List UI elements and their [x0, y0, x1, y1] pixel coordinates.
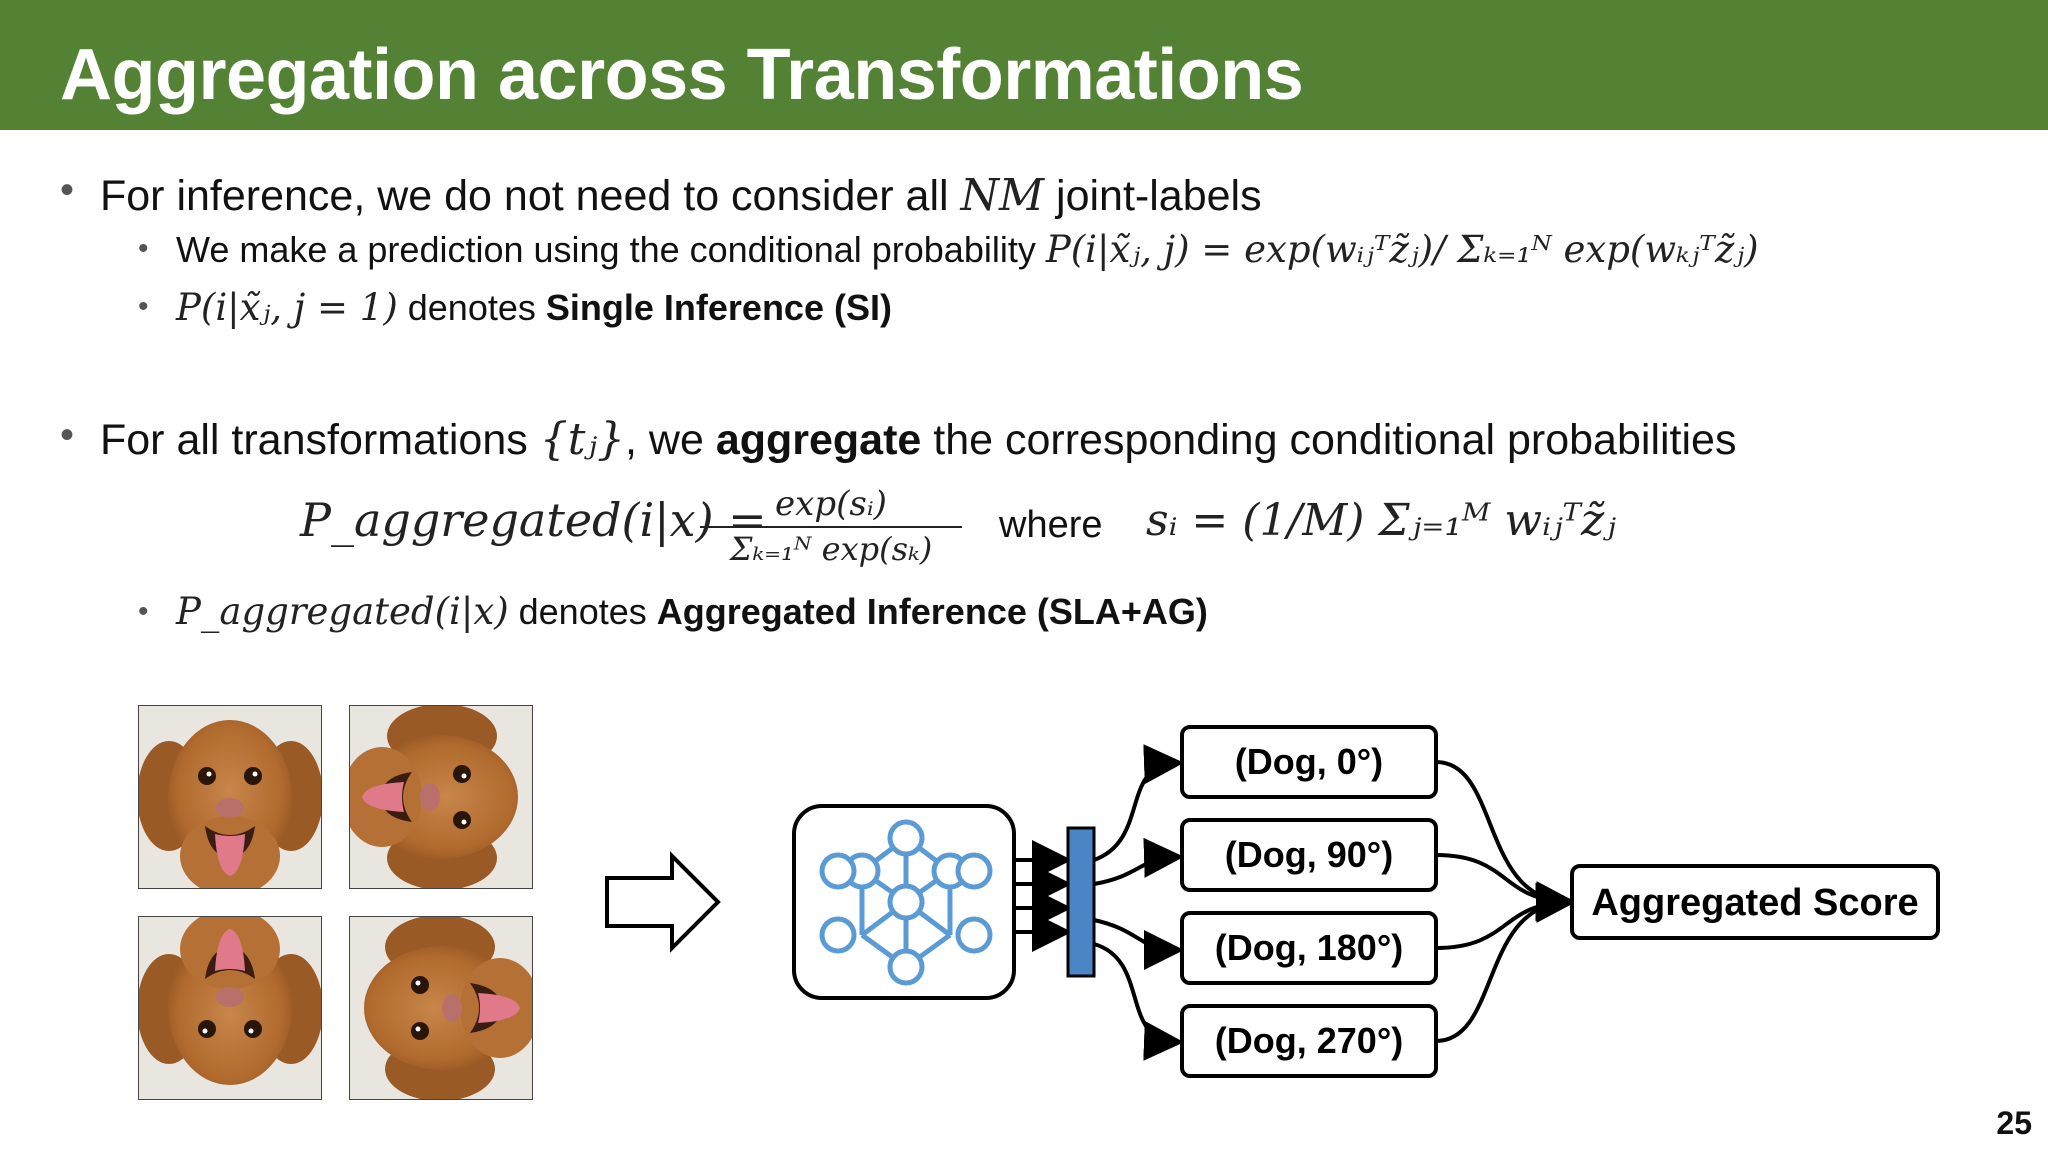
- bullet-aggregate: For all transformations {tⱼ}, we aggrega…: [100, 414, 1736, 465]
- bullet-bold: Single Inference (SI): [545, 287, 892, 328]
- math-conditional-probability: P(i|x̃ⱼ, j) = exp(wᵢⱼᵀz̃ⱼ)/ Σₖ₌₁ᴺ exp(wₖ…: [1045, 228, 1759, 271]
- bullet-dot: •: [138, 290, 149, 323]
- output-label-180: (Dog, 180°): [1215, 927, 1403, 968]
- bullet-text: joint-labels: [1044, 172, 1262, 220]
- math-nm: NM: [960, 170, 1045, 221]
- slide-title: Aggregation across Transformations: [60, 35, 1304, 115]
- neural-network-icon: [819, 819, 993, 986]
- bullet-conditional: We make a prediction using the condition…: [176, 228, 1759, 271]
- dog-image-0: [138, 705, 322, 889]
- arrow-right-icon: [605, 851, 721, 953]
- output-label-90: (Dog, 90°): [1225, 834, 1393, 875]
- bullet-text: the corresponding conditional probabilit…: [921, 416, 1737, 464]
- bullet-bold: aggregate: [715, 416, 922, 464]
- formula-numerator: exp(sᵢ): [775, 484, 887, 524]
- dog-image-180: [138, 916, 322, 1100]
- formula-fraction: exp(sᵢ) Σₖ₌₁ᴺ exp(sₖ): [700, 484, 962, 568]
- math-si: P(i|x̃ⱼ, j = 1): [176, 286, 398, 329]
- bullet-text: denotes: [397, 287, 546, 328]
- aggregated-score-label: Aggregated Score: [1591, 882, 1918, 924]
- bullet-bold: Aggregated Inference (SLA+AG): [656, 591, 1208, 632]
- fraction-bar: [700, 526, 962, 528]
- formula-lhs: P_aggregated(i|x) =: [300, 493, 767, 547]
- bullet-text: We make a prediction using the condition…: [176, 229, 1046, 270]
- bullet-text: For inference, we do not need to conside…: [100, 172, 961, 220]
- output-label-0: (Dog, 0°): [1235, 741, 1383, 782]
- math-aggregated: P_aggregated(i|x): [176, 590, 509, 633]
- math-tj: {tⱼ}: [539, 414, 625, 465]
- output-label-270: (Dog, 270°): [1215, 1020, 1403, 1061]
- formula-denominator: Σₖ₌₁ᴺ exp(sₖ): [729, 530, 933, 568]
- formula-where: where: [999, 504, 1103, 546]
- bullet-dot: •: [138, 232, 149, 265]
- dog-image-90: [349, 705, 533, 889]
- bullet-dot: •: [60, 168, 75, 212]
- dog-image-270: [349, 916, 533, 1100]
- aggregated-score-box: [1570, 864, 1940, 940]
- bullet-dot: •: [60, 413, 75, 457]
- bullet-text: , we: [625, 416, 716, 464]
- bullet-text: For all transformations: [100, 416, 540, 464]
- bullet-dot: •: [138, 595, 149, 628]
- title-bar: Aggregation across Transformations: [0, 0, 2048, 130]
- feature-bar: [1066, 826, 1096, 978]
- bullet-single-inference: P(i|x̃ⱼ, j = 1) denotes Single Inference…: [176, 286, 892, 329]
- formula-rhs: sᵢ = (1/M) Σⱼ₌₁ᴹ wᵢⱼᵀz̃ⱼ: [1146, 495, 1616, 546]
- bullet-text: denotes: [508, 591, 657, 632]
- bullet-aggregated-inference: P_aggregated(i|x) denotes Aggregated Inf…: [176, 590, 1208, 633]
- bullet-inference: For inference, we do not need to conside…: [100, 170, 1262, 221]
- page-number: 25: [1996, 1105, 2032, 1141]
